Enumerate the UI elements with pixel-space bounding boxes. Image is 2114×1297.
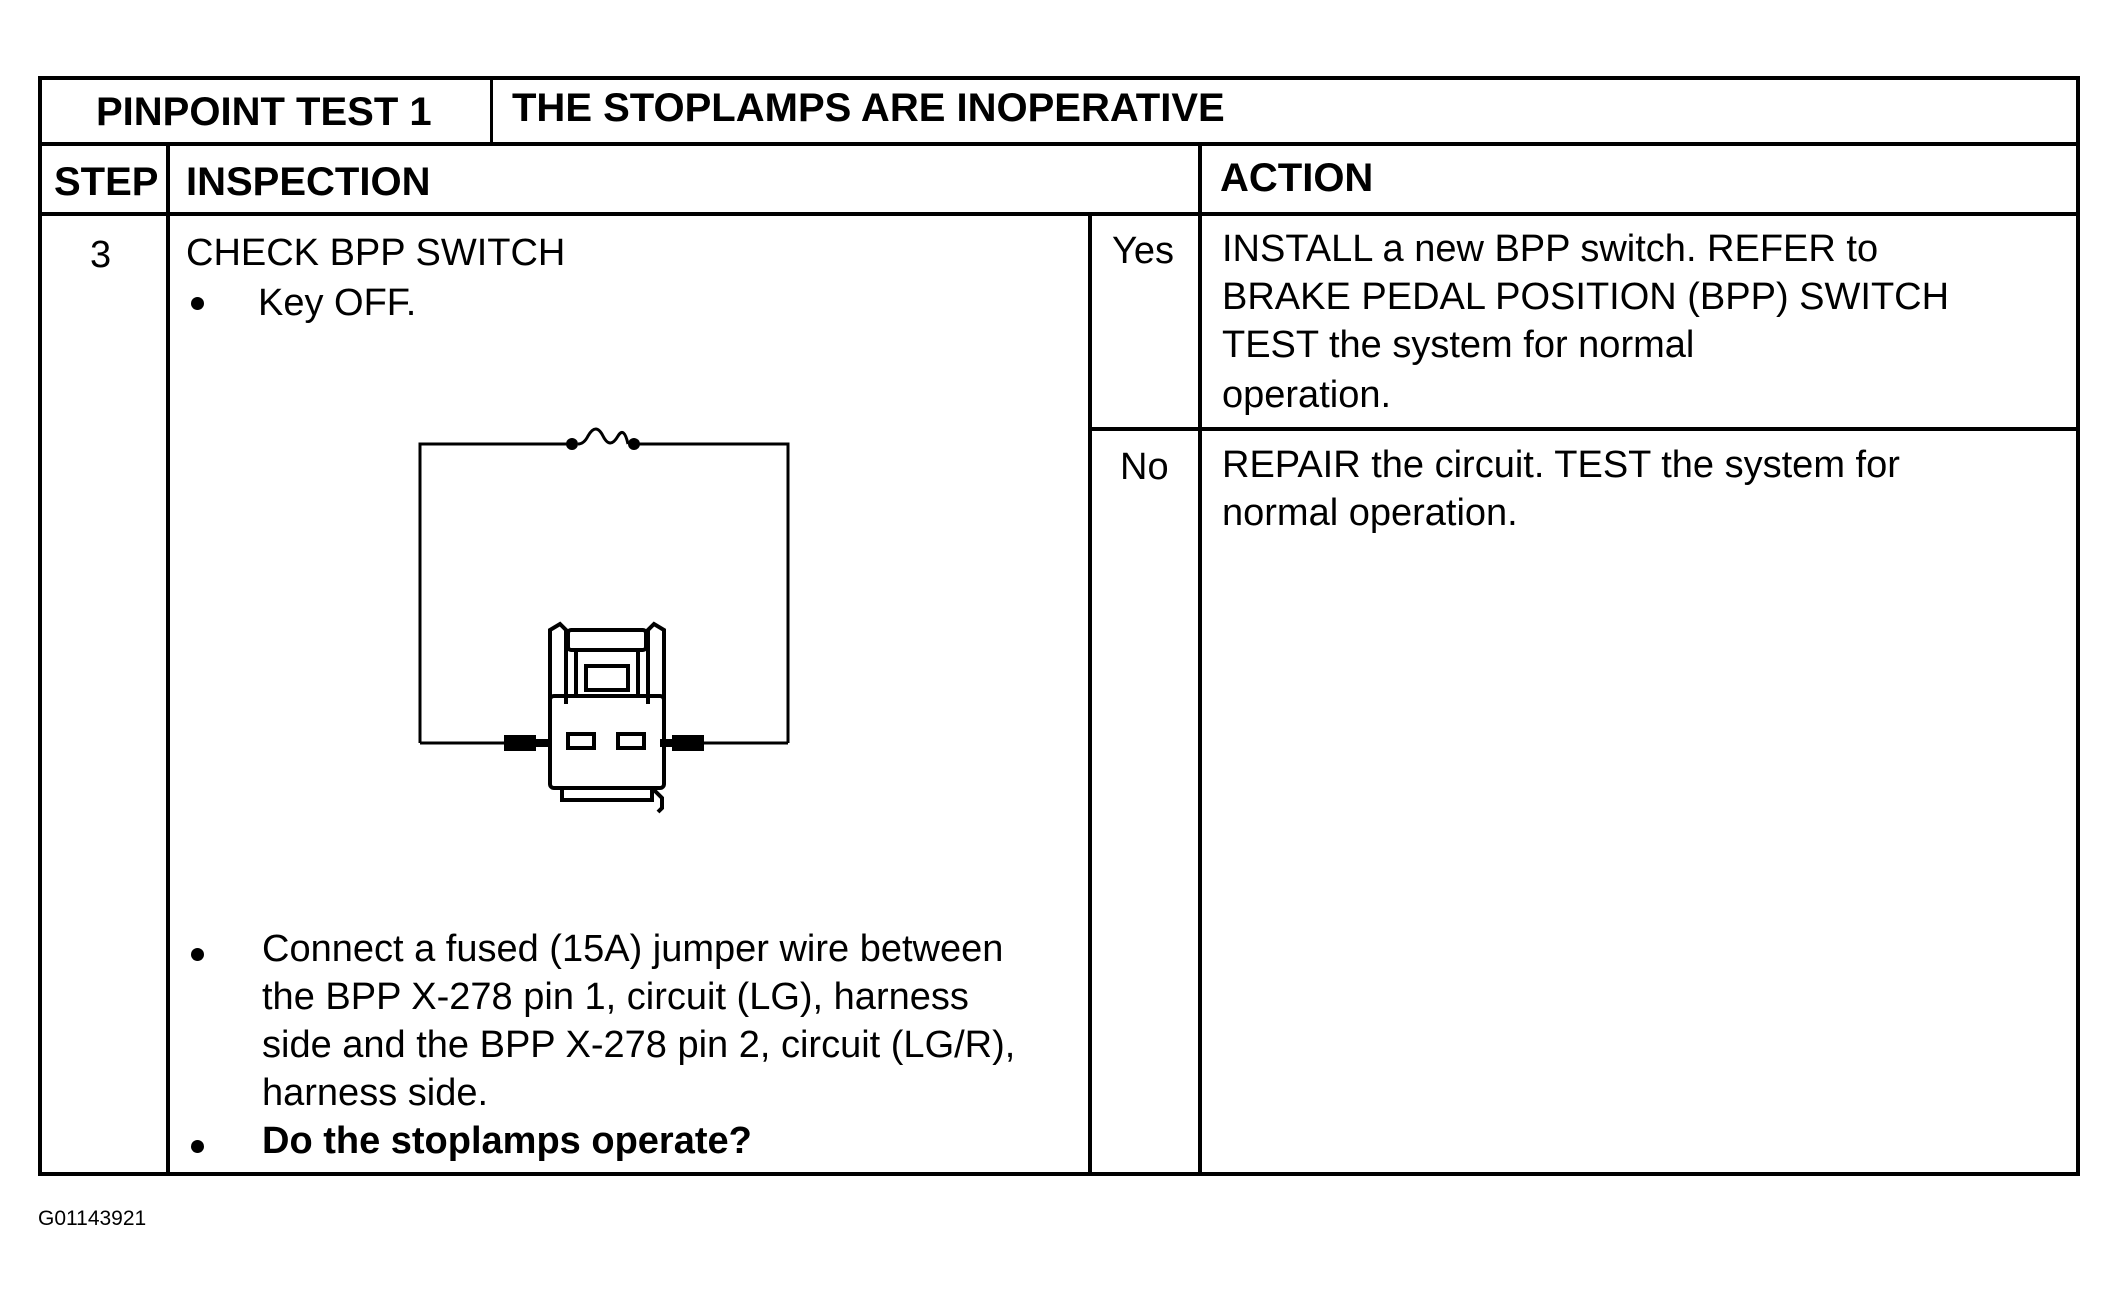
header-row-divider — [38, 142, 2080, 146]
step-column-header: STEP — [54, 160, 159, 204]
yes-action-line-1: INSTALL a new BPP switch. REFER to — [1222, 228, 1879, 270]
bullet-question: Do the stoplamps operate? — [262, 1120, 752, 1162]
yes-no-divider — [1088, 427, 2080, 431]
bullet-connect-line-1: Connect a fused (15A) jumper wire betwee… — [262, 928, 1004, 970]
result-yes-label: Yes — [1112, 230, 1174, 272]
probe-right-icon — [660, 735, 704, 751]
probe-left-icon — [504, 735, 548, 751]
result-no-label: No — [1120, 446, 1169, 488]
pinpoint-test-table — [38, 76, 2080, 1176]
bullet-connect-line-2: the BPP X-278 pin 1, circuit (LG), harne… — [262, 976, 969, 1018]
yes-action-line-3: TEST the system for normal — [1222, 324, 1695, 366]
test-title: THE STOPLAMPS ARE INOPERATIVE — [512, 86, 1225, 130]
yes-action-line-4: operation. — [1222, 374, 1392, 416]
column-header-divider — [38, 212, 2080, 216]
bullet-dot — [191, 1140, 204, 1153]
bullet-key-off: Key OFF. — [258, 282, 417, 324]
inspection-result-divider — [1088, 214, 1092, 1176]
step-column-divider — [166, 144, 170, 1176]
fuse-icon — [566, 427, 640, 450]
test-label: PINPOINT TEST 1 — [96, 90, 432, 134]
yes-action-line-2: BRAKE PEDAL POSITION (BPP) SWITCH — [1222, 276, 1950, 318]
step-number: 3 — [90, 234, 112, 276]
header-label-divider — [490, 76, 493, 144]
inspection-column-header: INSPECTION — [186, 160, 431, 204]
bullet-connect-line-3: side and the BPP X-278 pin 2, circuit (L… — [262, 1024, 1016, 1066]
inspection-title: CHECK BPP SWITCH — [186, 232, 566, 274]
bullet-dot — [191, 948, 204, 961]
figure-id: G01143921 — [38, 1207, 147, 1230]
action-column-header: ACTION — [1220, 156, 1374, 200]
bullet-dot — [191, 297, 204, 310]
bpp-connector-icon — [548, 621, 666, 814]
jumper-wire-diagram — [418, 427, 790, 814]
bullet-connect-line-4: harness side. — [262, 1072, 489, 1114]
action-column-divider — [1198, 144, 1202, 1176]
no-action-line-1: REPAIR the circuit. TEST the system for — [1222, 444, 1900, 486]
no-action-line-2: normal operation. — [1222, 492, 1518, 534]
